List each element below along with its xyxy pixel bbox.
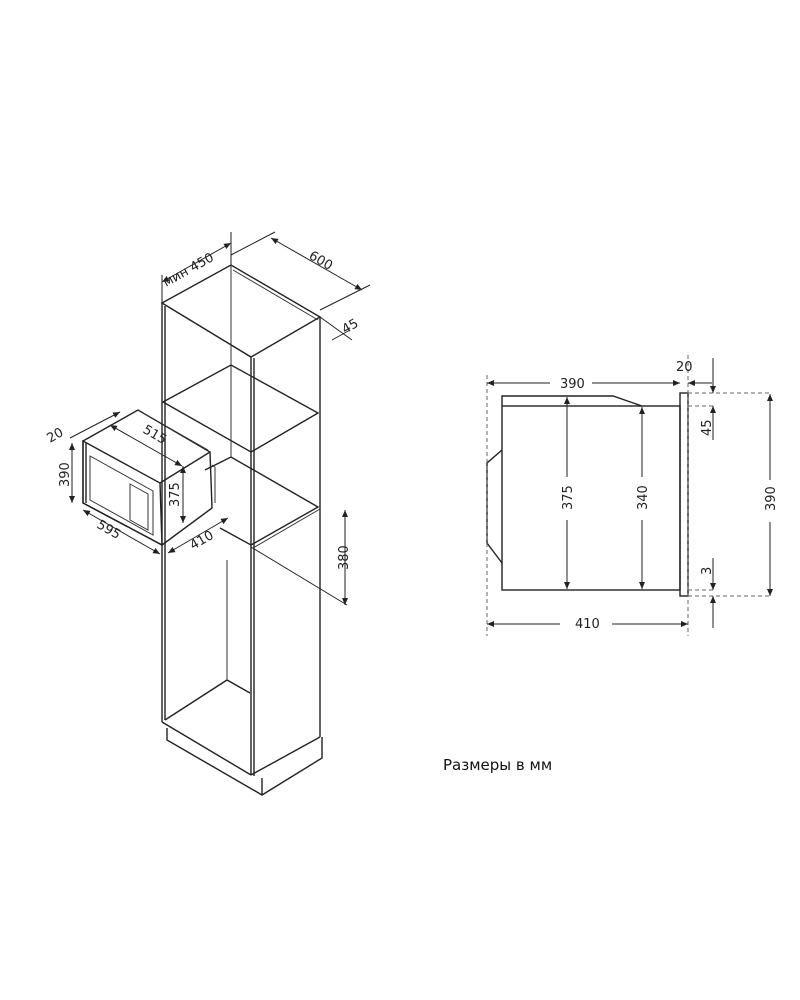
dim-total-depth: 410 bbox=[575, 617, 600, 632]
dim-inner-height: 340 bbox=[636, 485, 651, 510]
dim-back-gap: 45 bbox=[340, 316, 362, 337]
dim-bottom-offset: 3 bbox=[700, 567, 715, 575]
dim-frame-height: 390 bbox=[58, 462, 73, 487]
microwave-isometric: 20 515 390 375 595 410 bbox=[45, 409, 229, 555]
dim-min-width: мин 450 bbox=[161, 250, 217, 290]
dim-top-depth: 390 bbox=[560, 377, 585, 392]
dim-body-height: 375 bbox=[561, 485, 576, 510]
dim-frame-depth: 20 bbox=[45, 425, 67, 446]
dim-frame-height: 390 bbox=[764, 486, 779, 511]
dim-body-depth: 410 bbox=[188, 528, 217, 553]
microwave-side-view: 390 20 45 375 340 390 3 410 bbox=[486, 355, 779, 636]
dim-frame-thickness: 20 bbox=[676, 360, 693, 375]
dim-body-height: 375 bbox=[168, 482, 183, 507]
dim-depth: 600 bbox=[306, 248, 335, 273]
dim-top-offset: 45 bbox=[700, 419, 715, 436]
dim-shelf-height: 380 bbox=[337, 545, 352, 570]
units-caption: Размеры в мм bbox=[443, 756, 553, 774]
cabinet-isometric: мин 450 600 45 380 bbox=[160, 231, 371, 796]
